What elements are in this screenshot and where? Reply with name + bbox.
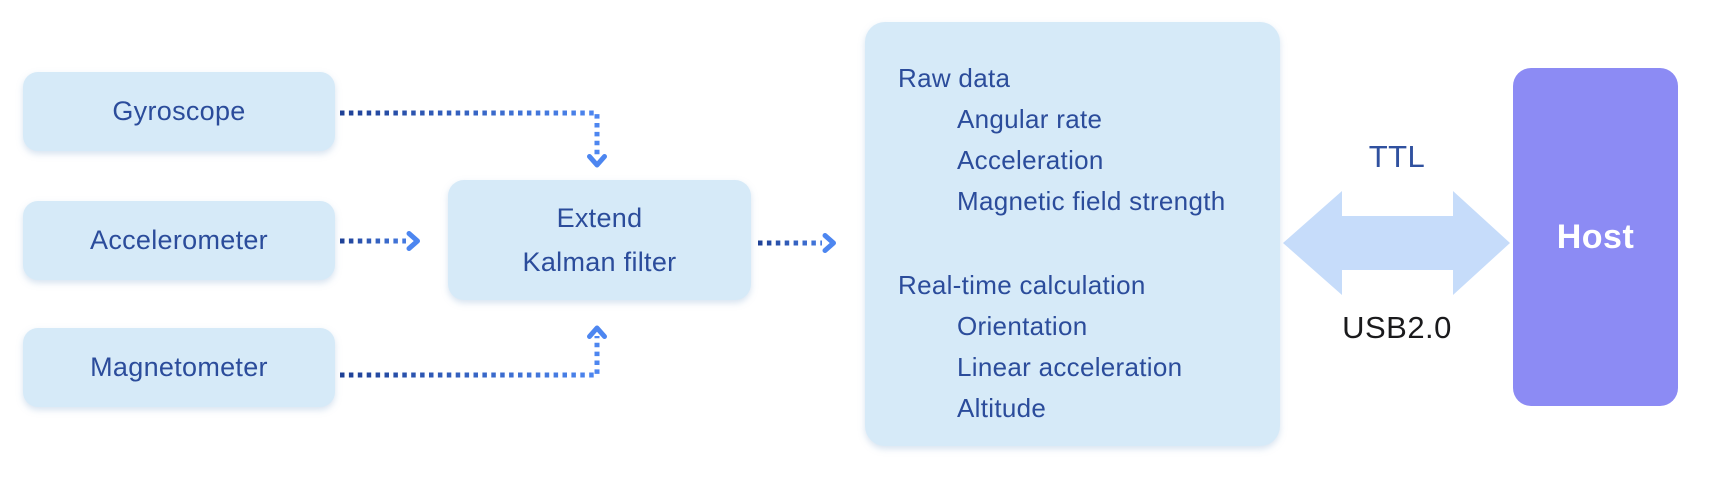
accelerometer-label: Accelerometer [90,225,268,255]
usb-label: USB2.0 [1342,310,1452,345]
arrow-down-icon [587,154,607,168]
realtime-calculation-item: Altitude [957,393,1047,423]
arrow-right-icon [406,231,420,251]
gyroscope-label: Gyroscope [112,96,246,126]
output-data-node: Raw data Angular rate Acceleration Magne… [865,22,1280,446]
magnetometer-node: Magnetometer [23,328,335,407]
raw-data-item: Angular rate [957,104,1103,134]
magnetometer-label: Magnetometer [90,352,268,382]
raw-data-item: Magnetic field strength [957,186,1226,216]
magnetometer-to-filter-connector [340,336,600,378]
kalman-filter-node: Extend Kalman filter [448,180,751,300]
ttl-label: TTL [1368,139,1426,174]
raw-data-section: Raw data Angular rate Acceleration Magne… [898,58,1280,222]
bidirectional-arrow-icon [1283,191,1510,295]
raw-data-title: Raw data [898,63,1011,93]
arrow-right-icon [822,233,836,253]
gyroscope-to-filter-connector [340,110,600,158]
filter-label-line1: Extend [556,203,643,233]
filter-label-line2: Kalman filter [522,247,677,277]
accelerometer-node: Accelerometer [23,201,335,280]
arrow-up-icon [587,325,607,339]
raw-data-item: Acceleration [957,145,1104,175]
realtime-calculation-item: Linear acceleration [957,352,1183,382]
realtime-calculation-title: Real-time calculation [898,270,1146,300]
host-node: Host [1513,68,1678,406]
realtime-calculation-section: Real-time calculation Orientation Linear… [898,265,1280,429]
gyroscope-node: Gyroscope [23,72,335,151]
realtime-calculation-item: Orientation [957,311,1088,341]
host-label: Host [1556,217,1635,256]
